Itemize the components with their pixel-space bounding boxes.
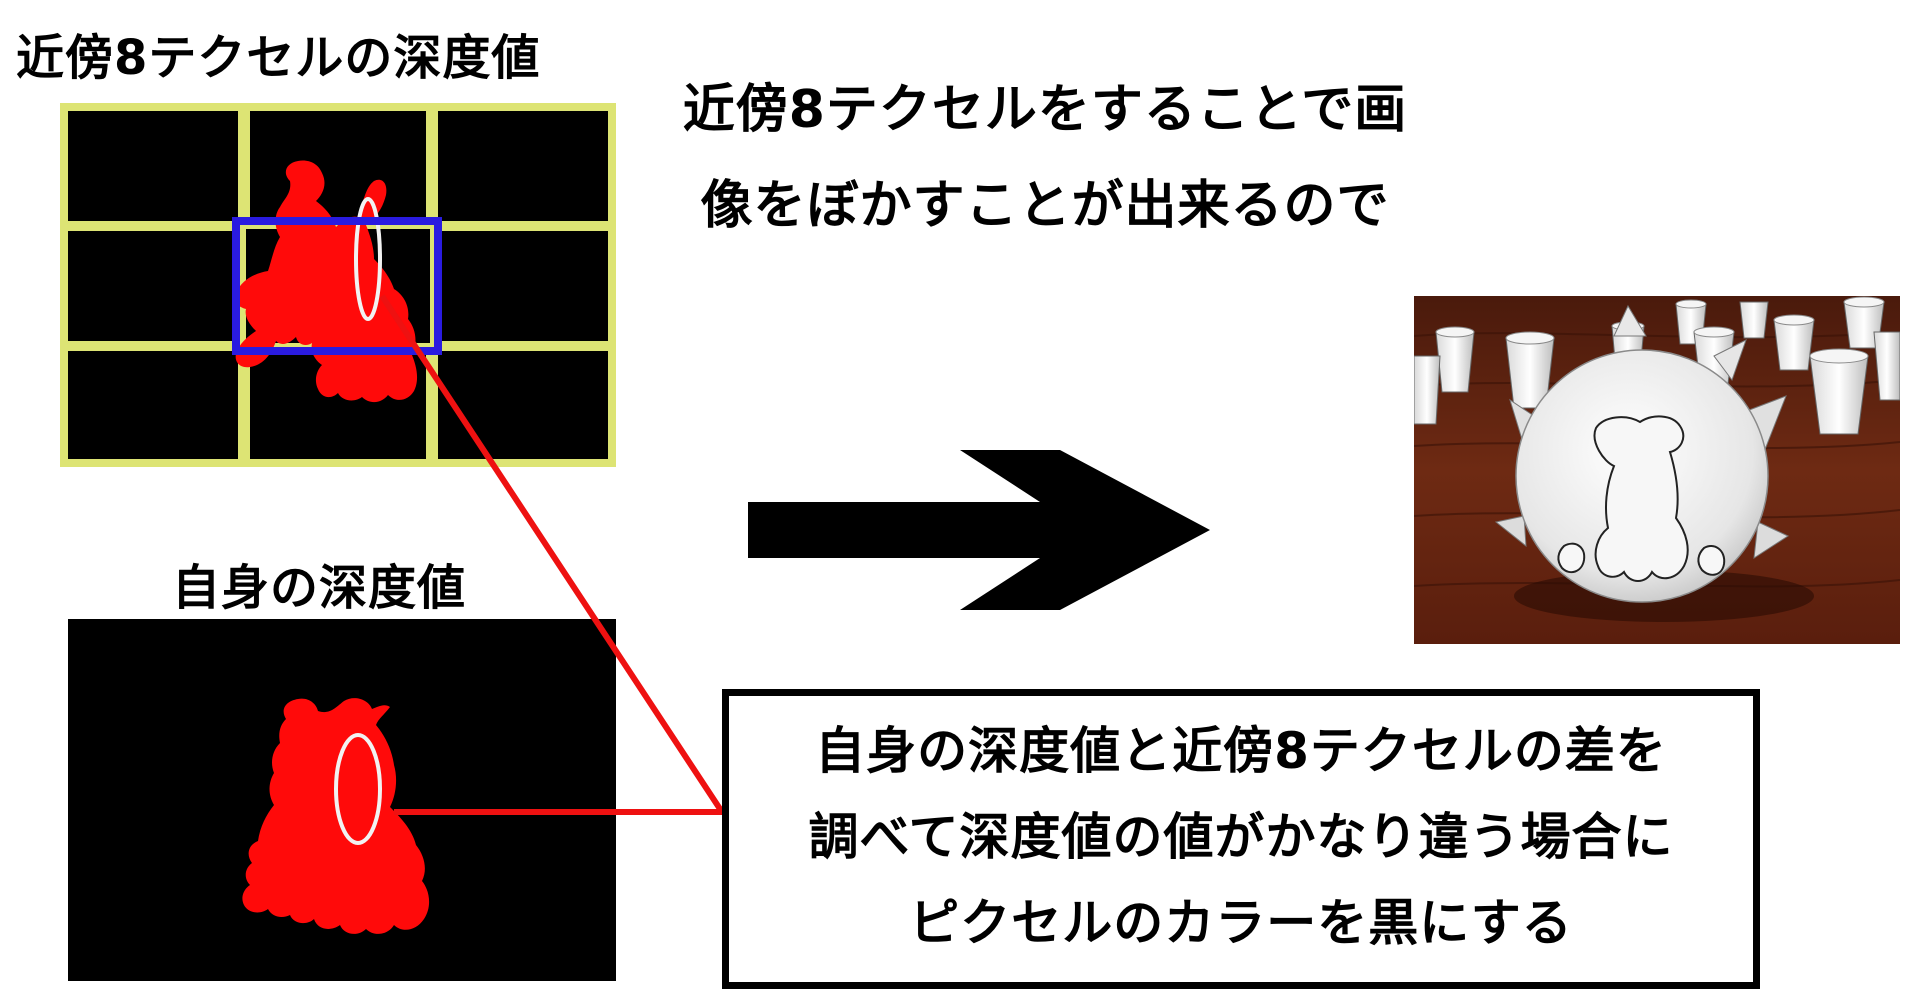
self-depth-title: 自身の深度値 xyxy=(172,560,467,616)
self-depth-panel xyxy=(68,619,616,981)
blur-explanation-line-1: 近傍8テクセルをすることで画 xyxy=(682,80,1408,140)
paper-cups xyxy=(1414,296,1900,435)
edge-detection-callout: 自身の深度値と近傍8テクセルの差を 調べて深度値の値がかなり違う場合に ピクセル… xyxy=(722,689,1760,989)
neighbor-texel-grid xyxy=(60,103,616,467)
grid-cell-top-left xyxy=(60,103,246,229)
creature-figure xyxy=(1557,415,1726,582)
right-arrow-icon xyxy=(748,450,1210,610)
callout-line-1: 自身の深度値と近傍8テクセルの差を xyxy=(815,722,1667,780)
rendered-result-image xyxy=(1414,296,1900,644)
callout-line-2: 調べて深度値の値がかなり違う場合に xyxy=(808,808,1674,866)
grid-cell-center-self xyxy=(232,217,442,355)
blur-explanation: 近傍8テクセルをすることで画 像をぼかすことが出来るので xyxy=(660,62,1430,254)
blur-explanation-line-2: 像をぼかすことが出来るので xyxy=(700,176,1390,236)
grid-cell-top-center xyxy=(242,103,434,229)
callout-line-3: ピクセルのカラーを黒にする xyxy=(909,894,1573,952)
neighbors-depth-title: 近傍8テクセルの深度値 xyxy=(16,30,541,86)
grid-cell-bottom-left xyxy=(60,343,246,467)
self-depth-silhouette xyxy=(242,698,430,934)
grid-highlight-ellipse xyxy=(354,197,382,321)
